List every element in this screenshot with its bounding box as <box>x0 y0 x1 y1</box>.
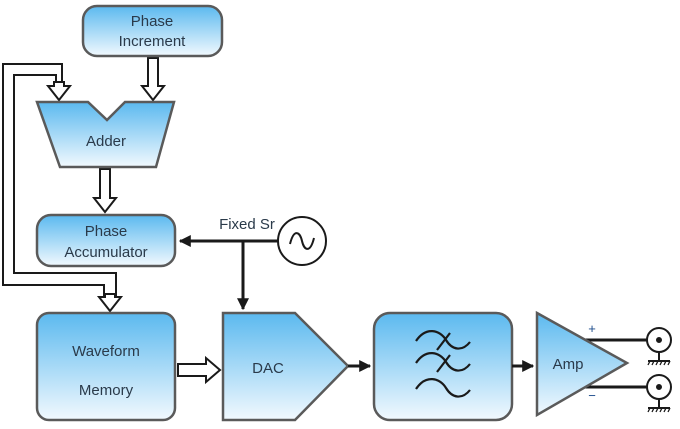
amp-label: Amp <box>553 356 584 373</box>
accumulator-to-memory-arrow <box>96 293 124 313</box>
adder-block: Adder <box>35 100 176 169</box>
memory-to-dac-arrow <box>177 355 222 385</box>
waveform-memory-label-2: Memory <box>79 382 134 399</box>
increment-to-adder-arrow <box>139 57 167 102</box>
amp-plus-sign: + <box>588 321 596 336</box>
adder-to-accumulator-arrow <box>91 168 119 214</box>
amp-block: Amp <box>535 310 630 418</box>
oscillator-icon <box>277 216 327 266</box>
clock-label: Fixed Sr <box>219 216 275 233</box>
feedback-to-adder-arrow <box>45 81 73 102</box>
phase-accumulator-block: Phase Accumulator <box>35 213 177 268</box>
filter-icon <box>415 330 471 398</box>
filter-block <box>372 311 514 422</box>
hollow-arrows <box>45 57 222 385</box>
output-connector-plus-icon <box>646 327 672 366</box>
waveform-memory-block: Waveform Memory <box>35 311 177 422</box>
phase-accumulator-label-1: Phase <box>85 223 128 240</box>
output-connector-minus-icon <box>646 374 672 413</box>
phase-accumulator-label-2: Accumulator <box>64 244 147 261</box>
amp-minus-sign: − <box>588 388 596 403</box>
adder-label: Adder <box>86 133 126 150</box>
waveform-memory-label-1: Waveform <box>72 343 140 360</box>
phase-increment-block: Phase Increment <box>81 4 224 58</box>
dac-label: DAC <box>252 360 284 377</box>
feedback-outer-line <box>2 63 105 298</box>
feedback-inner-line <box>13 74 117 298</box>
phase-increment-label-1: Phase <box>131 13 174 30</box>
phase-increment-label-2: Increment <box>119 33 187 50</box>
dac-block: DAC <box>221 311 350 422</box>
